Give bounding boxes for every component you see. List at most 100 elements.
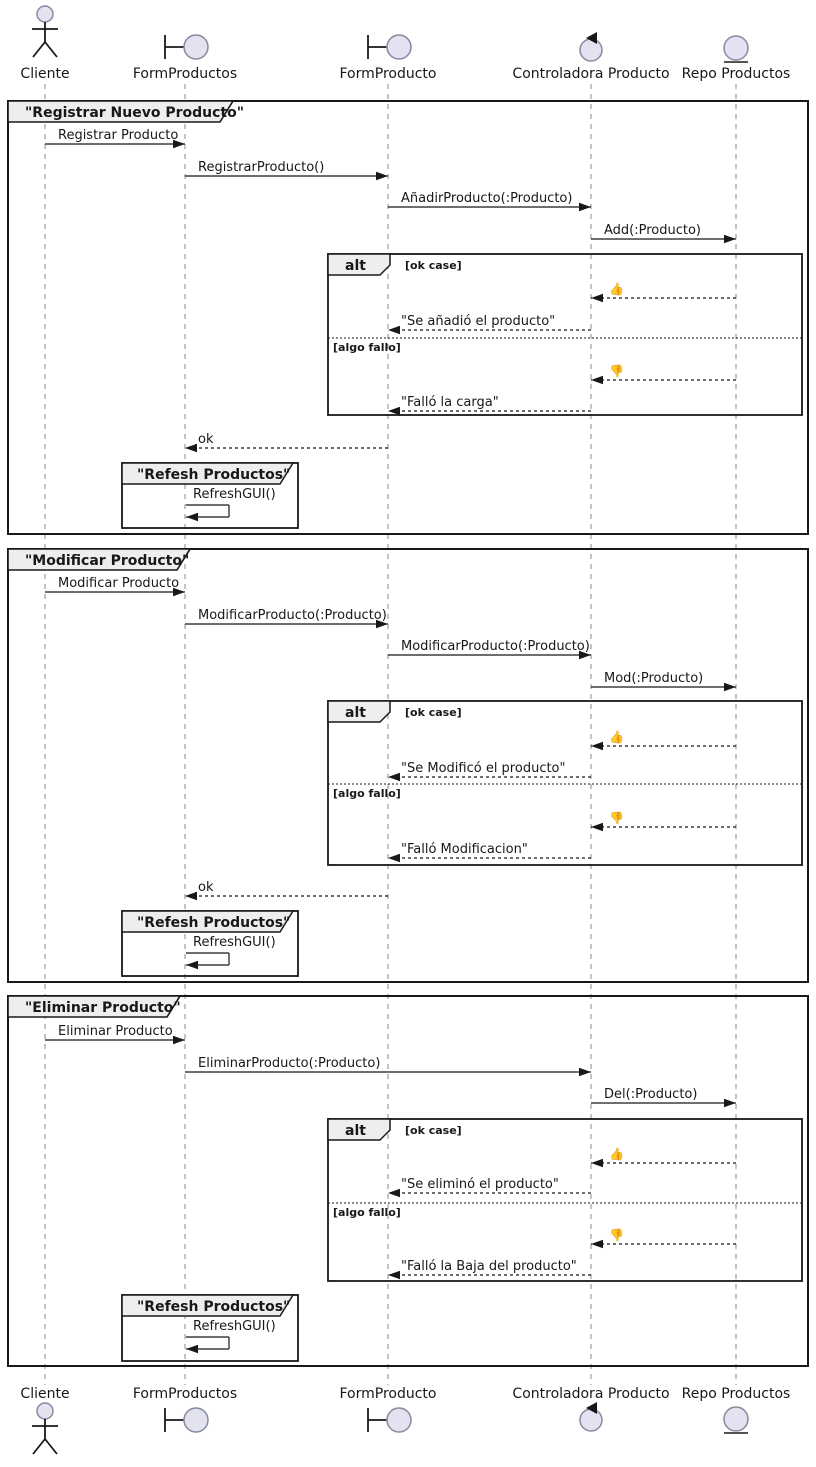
- refresh-frame-tab: [121, 462, 295, 485]
- scenario-frame: [7, 995, 809, 1367]
- arrowhead: [173, 587, 185, 597]
- arrowhead: [591, 293, 603, 303]
- thumb-icon: 👎: [609, 1228, 624, 1242]
- boundary-icon: [183, 1407, 209, 1433]
- message-label: "Falló la Baja del producto": [401, 1259, 577, 1274]
- entity-icon: [723, 35, 749, 61]
- alt-guard-ok: [ok case]: [405, 259, 462, 272]
- boundary-icon: [183, 34, 209, 60]
- actor-leg: [32, 1438, 46, 1455]
- alt-guard-ok: [ok case]: [405, 1124, 462, 1137]
- participant-label: FormProductos: [133, 66, 237, 82]
- message-label: RegistrarProducto(): [198, 160, 324, 175]
- message-label: "Falló Modificacion": [401, 842, 528, 857]
- message-label: Del(:Producto): [604, 1087, 697, 1102]
- alt-operator-tab: [327, 700, 391, 723]
- self-message-label: RefreshGUI(): [193, 1319, 276, 1334]
- arrowhead: [724, 234, 736, 244]
- alt-frame: [327, 253, 803, 416]
- actor-icon: [36, 5, 54, 23]
- arrowhead: [388, 853, 400, 863]
- arrowhead: [173, 1035, 185, 1045]
- arrowhead: [591, 1239, 603, 1249]
- control-arrow-icon: [586, 32, 597, 44]
- refresh-frame-tab: [121, 1294, 295, 1317]
- actor-leg: [44, 1438, 58, 1455]
- participant-label: Cliente: [20, 1386, 69, 1402]
- message-label: ModificarProducto(:Producto): [401, 639, 590, 654]
- message-label: ok: [198, 432, 214, 447]
- scenario-frame: [7, 548, 809, 983]
- arrowhead: [591, 375, 603, 385]
- participant-label: FormProducto: [340, 66, 437, 82]
- arrowhead: [579, 202, 591, 212]
- participant-label: FormProducto: [340, 1386, 437, 1402]
- message-label: Mod(:Producto): [604, 671, 703, 686]
- self-message-label: RefreshGUI(): [193, 487, 276, 502]
- refresh-frame-tab: [121, 910, 295, 933]
- arrowhead: [591, 741, 603, 751]
- message-label: AñadirProducto(:Producto): [401, 191, 572, 206]
- arrowhead: [579, 650, 591, 660]
- scenario-frame-tab: [7, 548, 192, 571]
- arrowhead: [388, 1270, 400, 1280]
- thumb-icon: 👍: [609, 730, 624, 744]
- actor-leg: [32, 41, 46, 58]
- entity-icon: [723, 1406, 749, 1432]
- scenario-frame-tab: [7, 995, 182, 1018]
- message-label: ok: [198, 880, 214, 895]
- message-label: "Se eliminó el producto": [401, 1177, 559, 1192]
- arrowhead: [376, 619, 388, 629]
- arrowhead: [388, 1188, 400, 1198]
- scenario-frame-title: "Modificar Producto": [25, 553, 189, 569]
- refresh-frame-title: "Refesh Productos": [137, 915, 290, 931]
- message-label: "Falló la carga": [401, 395, 499, 410]
- control-icon: [579, 1408, 603, 1432]
- participant-label: Repo Productos: [682, 66, 791, 82]
- actor-leg: [44, 41, 58, 58]
- thumb-icon: 👎: [609, 364, 624, 378]
- arrowhead: [186, 1344, 198, 1354]
- arrowhead: [724, 682, 736, 692]
- thumb-icon: 👍: [609, 282, 624, 296]
- message-label: Eliminar Producto: [58, 1024, 173, 1039]
- message-label: EliminarProducto(:Producto): [198, 1056, 380, 1071]
- participant-label: Repo Productos: [682, 1386, 791, 1402]
- arrowhead: [724, 1098, 736, 1108]
- arrowhead: [388, 325, 400, 335]
- actor-icon: [36, 1402, 54, 1420]
- scenario-frame-title: "Registrar Nuevo Producto": [25, 105, 244, 121]
- arrowhead: [388, 406, 400, 416]
- alt-operator-tab: [327, 1118, 391, 1141]
- arrowhead: [376, 171, 388, 181]
- alt-guard-fail: [algo fallo]: [333, 341, 401, 354]
- alt-frame: [327, 1118, 803, 1282]
- arrowhead: [173, 139, 185, 149]
- message-label: Modificar Producto: [58, 576, 179, 591]
- alt-operator-label: alt: [345, 258, 366, 274]
- arrowhead: [186, 512, 198, 522]
- arrowhead: [591, 1158, 603, 1168]
- self-message-label: RefreshGUI(): [193, 935, 276, 950]
- participant-label: Cliente: [20, 66, 69, 82]
- alt-operator-label: alt: [345, 1123, 366, 1139]
- participant-label: Controladora Producto: [512, 1386, 669, 1402]
- arrowhead: [388, 772, 400, 782]
- control-arrow-icon: [586, 1402, 597, 1414]
- scenario-frame-title: "Eliminar Producto": [25, 1000, 181, 1016]
- message-label: Registrar Producto: [58, 128, 178, 143]
- participant-label: Controladora Producto: [512, 66, 669, 82]
- refresh-frame-title: "Refesh Productos": [137, 1299, 290, 1315]
- boundary-icon: [386, 1407, 412, 1433]
- message-label: "Se Modificó el producto": [401, 761, 566, 776]
- message-label: Add(:Producto): [604, 223, 701, 238]
- scenario-frame-tab: [7, 100, 235, 123]
- alt-frame: [327, 700, 803, 866]
- arrowhead: [185, 443, 197, 453]
- alt-operator-tab: [327, 253, 391, 276]
- arrowhead: [185, 891, 197, 901]
- alt-guard-fail: [algo fallo]: [333, 787, 401, 800]
- refresh-frame-title: "Refesh Productos": [137, 467, 290, 483]
